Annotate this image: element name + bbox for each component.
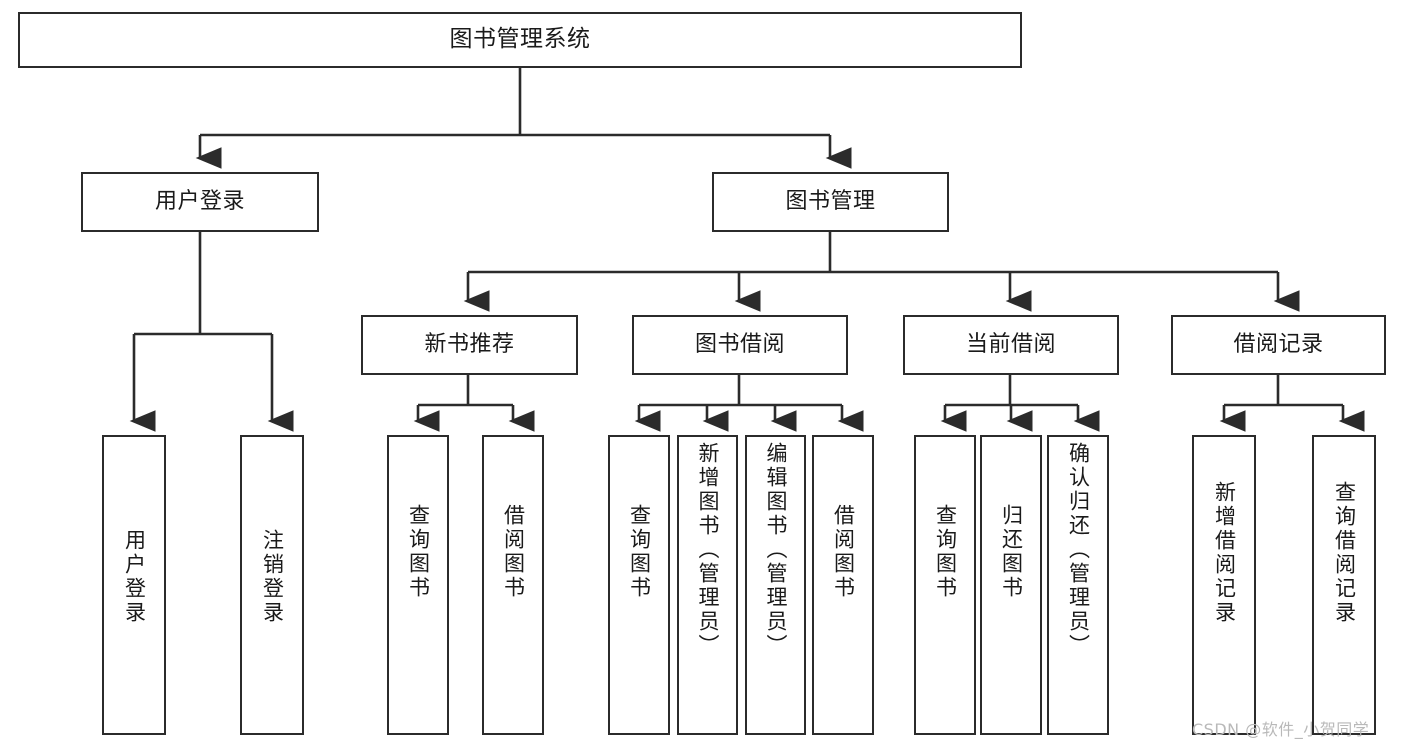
node-root-system[interactable]: 图书管理系统 xyxy=(18,12,1022,68)
leaf-new-book-borrow[interactable]: 借阅图书 xyxy=(482,435,544,735)
leaf-current-query-book[interactable]: 查询图书 xyxy=(914,435,976,735)
leaf-borrow-query-book[interactable]: 查询图书 xyxy=(608,435,670,735)
leaf-record-add[interactable]: 新增借阅记录 xyxy=(1192,435,1256,735)
leaf-user-login-signin[interactable]: 用户登录 xyxy=(102,435,166,735)
node-label: 借阅图书 xyxy=(501,504,526,600)
node-book-management[interactable]: 图书管理 xyxy=(712,172,949,232)
node-current-borrow[interactable]: 当前借阅 xyxy=(903,315,1119,375)
node-label: 确认归还（管理员） xyxy=(1066,442,1091,658)
leaf-borrow-add-book-admin[interactable]: 新增图书（管理员） xyxy=(677,435,738,735)
node-label: 编辑图书（管理员） xyxy=(764,442,788,658)
node-label: 图书管理系统 xyxy=(449,26,591,53)
node-label: 图书借阅 xyxy=(694,332,785,358)
leaf-new-book-query[interactable]: 查询图书 xyxy=(387,435,449,735)
node-label: 新增图书（管理员） xyxy=(696,442,720,658)
leaf-record-query[interactable]: 查询借阅记录 xyxy=(1312,435,1376,735)
node-label: 借阅记录 xyxy=(1233,332,1324,358)
node-label: 图书管理 xyxy=(785,189,876,215)
leaf-borrow-borrow-book[interactable]: 借阅图书 xyxy=(812,435,874,735)
node-label: 用户登录 xyxy=(122,529,147,625)
node-label: 查询图书 xyxy=(627,504,652,600)
node-label: 注销登录 xyxy=(260,529,285,625)
node-label: 查询图书 xyxy=(933,504,958,600)
watermark-text: CSDN @软件_小贺同学 xyxy=(1192,720,1370,739)
node-label: 借阅图书 xyxy=(831,504,856,600)
node-label: 当前借阅 xyxy=(965,332,1056,358)
node-label: 查询借阅记录 xyxy=(1332,481,1357,625)
node-label: 归还图书 xyxy=(999,504,1024,600)
node-borrow-record[interactable]: 借阅记录 xyxy=(1171,315,1386,375)
node-new-book-recommend[interactable]: 新书推荐 xyxy=(361,315,578,375)
node-label: 用户登录 xyxy=(154,189,245,215)
node-book-borrow[interactable]: 图书借阅 xyxy=(632,315,848,375)
node-label: 新书推荐 xyxy=(424,332,515,358)
node-user-login[interactable]: 用户登录 xyxy=(81,172,319,232)
leaf-current-return-book[interactable]: 归还图书 xyxy=(980,435,1042,735)
leaf-current-confirm-return-admin[interactable]: 确认归还（管理员） xyxy=(1047,435,1109,735)
leaf-borrow-edit-book-admin[interactable]: 编辑图书（管理员） xyxy=(745,435,806,735)
leaf-user-login-signout[interactable]: 注销登录 xyxy=(240,435,304,735)
node-label: 新增借阅记录 xyxy=(1212,481,1237,625)
node-label: 查询图书 xyxy=(406,504,431,600)
